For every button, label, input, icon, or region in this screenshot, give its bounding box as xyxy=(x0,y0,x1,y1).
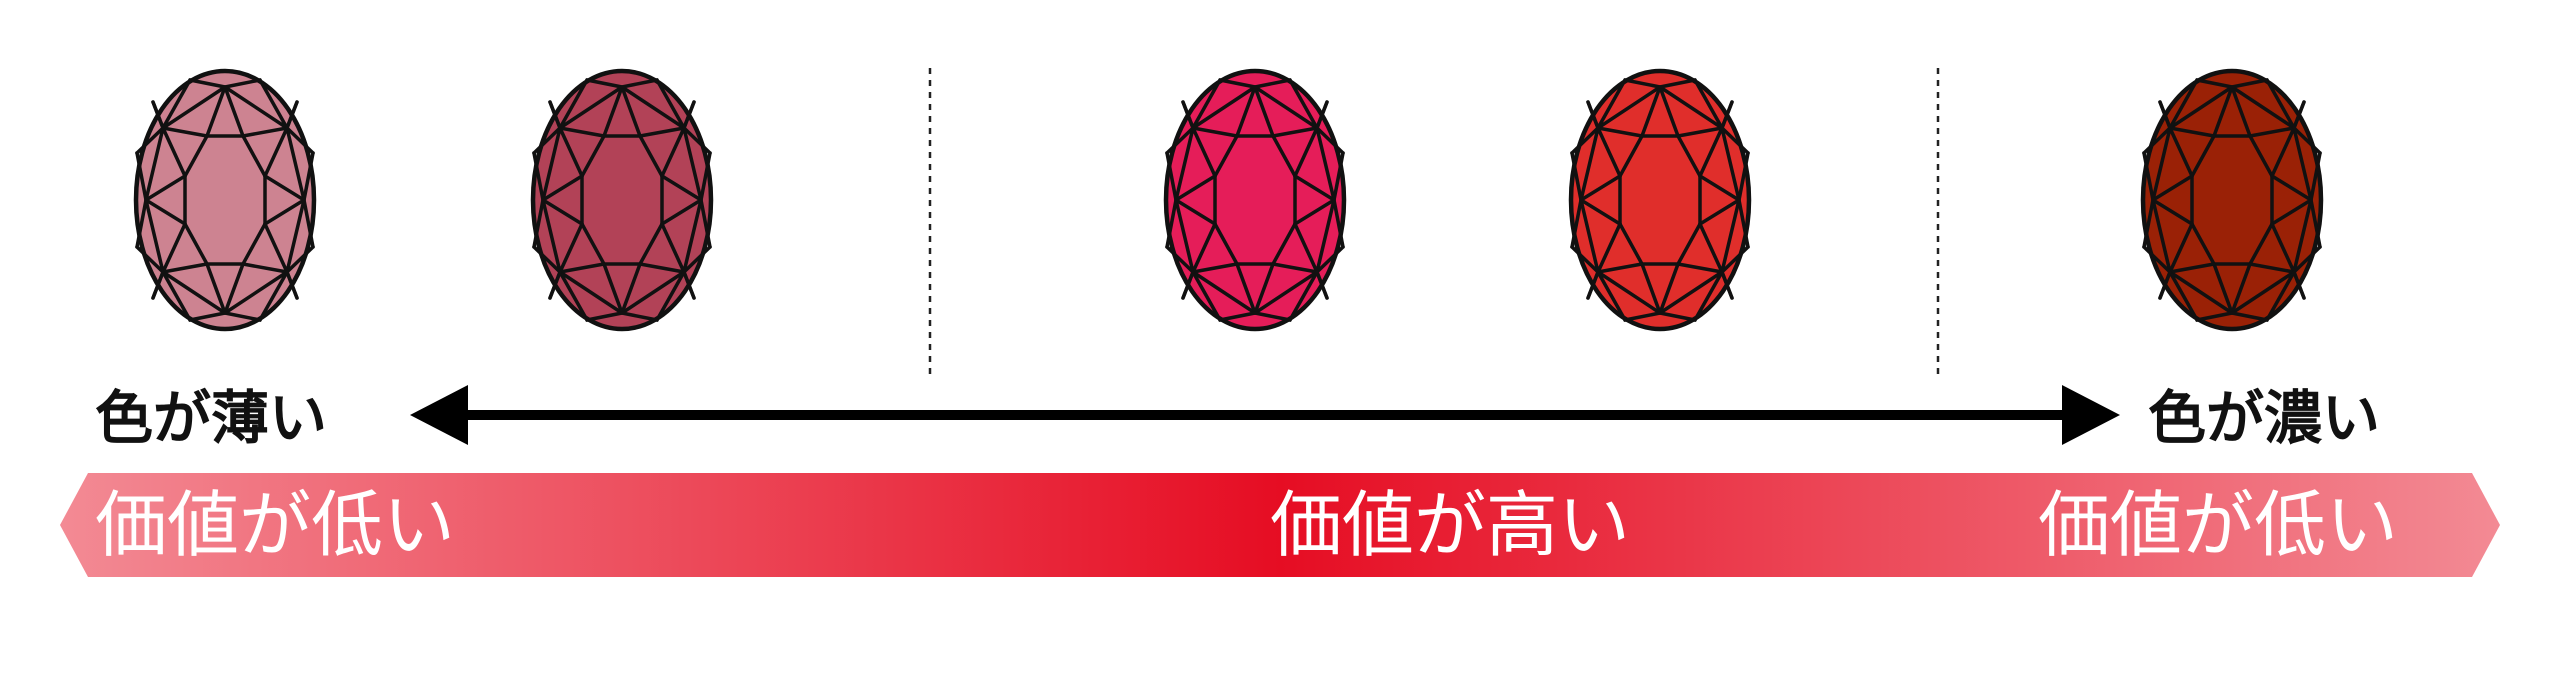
ruby-gem-bright-red xyxy=(1568,68,1752,332)
band-label-high-center: 価値が高い xyxy=(1270,483,1630,567)
ruby-gem-dusty-rose xyxy=(530,68,714,332)
ruby-gem-vivid-pink-red xyxy=(1163,68,1347,332)
ruby-gem-dark-red xyxy=(2140,68,2324,332)
band-label-low-right: 価値が低い xyxy=(2038,483,2398,567)
color-depth-double-arrow xyxy=(410,385,2120,445)
color-label-dark: 色が濃い xyxy=(2148,384,2380,452)
color-label-light: 色が薄い xyxy=(95,384,327,452)
ruby-gem-pale-pink xyxy=(133,68,317,332)
value-band xyxy=(60,473,2500,577)
band-label-low-left: 価値が低い xyxy=(95,483,455,567)
